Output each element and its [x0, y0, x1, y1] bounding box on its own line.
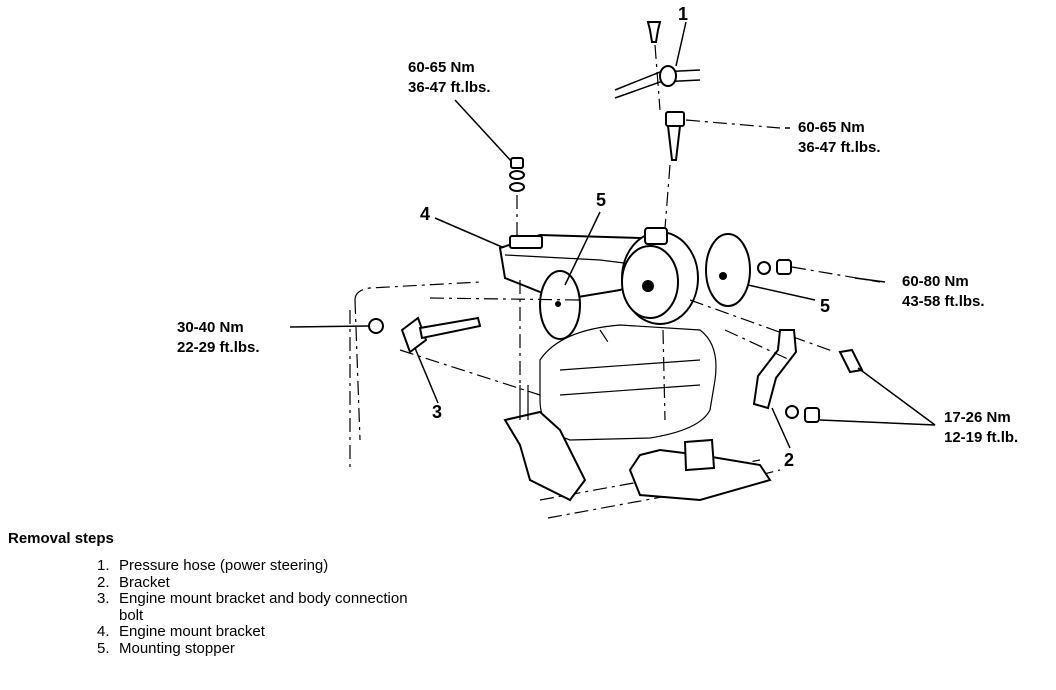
bolt-right	[838, 348, 864, 374]
leader-callout-1	[675, 21, 687, 67]
torque-ftlb: 22-29 ft.lbs.	[177, 339, 260, 356]
step-number: 4.	[97, 623, 110, 640]
torque-ftlb: 36-47 ft.lbs.	[408, 79, 491, 96]
nut-stack-top	[509, 157, 525, 192]
torque-label-5: 17-26 Nm 12-19 ft.lb.	[944, 408, 1018, 448]
callout-5-right: 5	[820, 296, 831, 316]
list-item: 1. Pressure hose (power steering)	[97, 557, 419, 575]
mounting-stopper-left	[539, 270, 581, 340]
upper-bolt	[665, 111, 685, 161]
leader-torque-5b	[819, 419, 936, 426]
leader-torque-4	[289, 325, 369, 328]
torque-label-4: 30-40 Nm 22-29 ft.lbs.	[177, 318, 260, 358]
torque-ftlb: 43-58 ft.lbs.	[902, 293, 985, 310]
list-item: 3. Engine mount bracket and body connecti…	[97, 590, 419, 624]
step-text: Pressure hose (power steering)	[119, 557, 329, 574]
torque-nm: 60-80 Nm	[902, 273, 969, 290]
torque-label-2: 60-65 Nm 36-47 ft.lbs.	[798, 118, 881, 158]
step-number: 2.	[97, 573, 110, 591]
torque-nm: 17-26 Nm	[944, 409, 1011, 426]
torque-label-3: 60-80 Nm 43-58 ft.lbs.	[902, 272, 985, 312]
body-outline	[349, 281, 481, 470]
pressure-hose	[614, 21, 701, 99]
list-item: 2. Bracket	[97, 573, 419, 592]
callout-3: 3	[432, 402, 443, 422]
callout-1: 1	[678, 4, 689, 24]
leader-torque-3	[854, 277, 886, 283]
step-number: 1.	[97, 557, 110, 574]
nut-stack-right	[757, 259, 792, 275]
mounting-stopper-right	[705, 233, 751, 307]
torque-nm: 60-65 Nm	[408, 59, 475, 76]
torque-nm: 30-40 Nm	[177, 319, 244, 336]
step-text: Mounting stopper	[119, 639, 235, 657]
step-text: Engine mount bracket	[119, 623, 265, 640]
callout-5-left: 5	[596, 190, 607, 210]
leader-torque-5a	[857, 367, 936, 426]
step-text: Bracket	[119, 573, 170, 591]
transmission-housing	[503, 324, 772, 502]
list-item: 5. Mounting stopper	[97, 639, 419, 658]
callout-2: 2	[784, 450, 795, 470]
leader-callout-3	[414, 347, 439, 404]
list-item: 4. Engine mount bracket	[97, 623, 419, 641]
leader-callout-4	[434, 217, 503, 248]
step-number: 3.	[97, 590, 110, 607]
step-number: 5.	[97, 639, 110, 657]
torque-ftlb: 36-47 ft.lbs.	[798, 139, 881, 156]
removal-steps-list: 1. Pressure hose (power steering) 2. Brack…	[97, 557, 419, 658]
step-text: Engine mount bracket and body connection…	[119, 590, 408, 624]
removal-steps-title: Removal steps	[8, 530, 114, 547]
body-connection-bolt	[368, 316, 482, 354]
bracket	[752, 329, 798, 410]
leader-torque-1	[454, 99, 513, 163]
leader-callout-5a	[564, 211, 601, 286]
leader-callout-5b	[747, 284, 816, 301]
insulator	[621, 227, 699, 325]
torque-nm: 60-65 Nm	[798, 119, 865, 136]
callout-4: 4	[420, 204, 431, 224]
nut-stack-bracket	[785, 405, 820, 423]
leader-callout-2	[771, 407, 791, 449]
torque-ftlb: 12-19 ft.lb.	[944, 429, 1019, 446]
torque-label-1: 60-65 Nm 36-47 ft.lbs.	[408, 58, 491, 98]
